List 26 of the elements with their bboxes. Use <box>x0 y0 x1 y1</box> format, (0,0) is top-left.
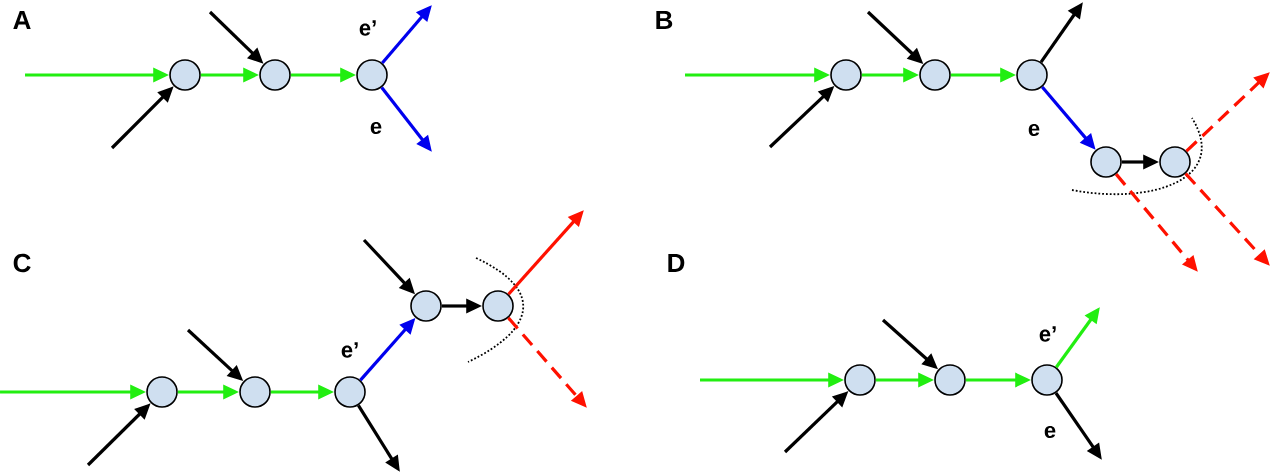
edge-label: e <box>1042 424 1058 439</box>
circle-node <box>1090 146 1122 178</box>
panel-letter: D <box>668 254 685 272</box>
circle-node <box>934 364 966 396</box>
edge-label: e’ <box>357 19 379 37</box>
circle-node <box>844 364 876 396</box>
circle-node <box>919 59 951 91</box>
edge-label: e <box>1026 122 1042 137</box>
panel-letter: A <box>13 11 31 29</box>
circle-node <box>259 59 291 91</box>
circle-node <box>1031 364 1063 396</box>
circle-node <box>1159 146 1191 178</box>
circle-node <box>146 376 178 408</box>
panel-letter: C <box>13 253 31 273</box>
panel-letter: B <box>656 11 673 29</box>
edge-label: e’ <box>339 341 361 359</box>
circle-node <box>830 59 862 91</box>
circle-node <box>1016 59 1048 91</box>
circle-node <box>239 376 271 408</box>
edge-label: e <box>368 120 384 135</box>
circle-node <box>410 290 442 322</box>
circle-node <box>482 290 514 322</box>
circle-node <box>169 59 201 91</box>
circle-node <box>356 59 388 91</box>
edge-label: e’ <box>1037 325 1059 343</box>
circle-node <box>334 376 366 408</box>
